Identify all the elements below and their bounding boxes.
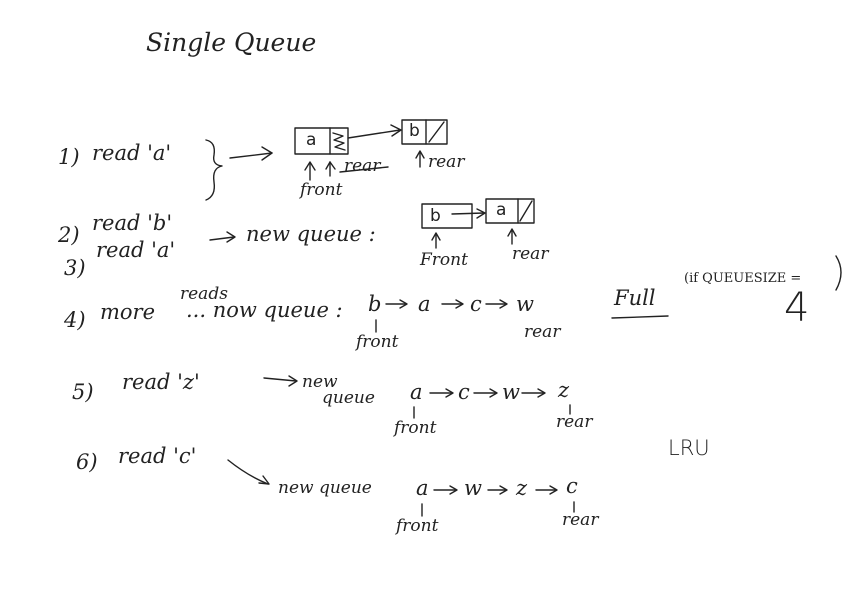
arrowhead <box>304 161 316 171</box>
null-slash <box>428 121 445 143</box>
rear-label: rear <box>524 322 561 342</box>
node-box <box>401 119 448 145</box>
arrowhead <box>499 485 508 495</box>
front-label: front <box>394 418 437 438</box>
step-number: 4) <box>64 308 86 332</box>
rear-label-struck: rear <box>344 156 381 176</box>
full-note-condition: (if QUEUESIZE = <box>684 271 802 286</box>
step-tail: new queue : <box>246 222 376 246</box>
arrowhead <box>415 150 425 159</box>
arrowhead <box>288 375 298 387</box>
step-number: 3) <box>64 256 86 280</box>
arrowhead <box>507 228 517 237</box>
node-value: b <box>409 121 420 141</box>
strikethrough <box>339 166 389 173</box>
arrowhead <box>399 299 408 309</box>
step-lower: ... now queue : <box>186 298 343 322</box>
rear-label: rear <box>556 412 593 432</box>
queue-item: a <box>410 380 423 404</box>
arrow <box>451 212 485 215</box>
arrowhead <box>455 299 464 309</box>
rear-label: rear <box>562 510 599 530</box>
scribble <box>332 132 346 151</box>
front-label: front <box>356 332 399 352</box>
full-note-value: 4 <box>784 285 810 331</box>
arrow <box>227 459 269 485</box>
queue-item: c <box>458 380 470 404</box>
arrowhead <box>476 208 486 219</box>
step-number: 1) <box>58 145 80 169</box>
queue-item: z <box>516 476 528 500</box>
queue-item: a <box>418 292 431 316</box>
node-box <box>485 198 535 224</box>
arrowhead <box>537 388 546 398</box>
rear-label: rear <box>512 244 549 264</box>
arrow <box>229 152 273 159</box>
step-new-upper: new <box>302 372 338 392</box>
underline <box>611 315 669 319</box>
arrow <box>209 236 235 241</box>
step-label: read 'a' <box>96 238 176 262</box>
step-number: 6) <box>76 450 98 474</box>
front-label: front <box>396 516 439 536</box>
arrowhead <box>226 231 236 243</box>
arrow <box>347 129 401 139</box>
arrowhead <box>445 388 454 398</box>
queue-item: b <box>368 292 382 316</box>
step-new-lower: queue <box>322 388 375 408</box>
arrowhead <box>258 475 270 485</box>
policy-label: LRU <box>668 436 710 460</box>
rear-label: rear <box>428 152 465 172</box>
queue-item: w <box>464 476 482 500</box>
arrow <box>263 377 297 382</box>
paren <box>835 255 842 291</box>
full-note-word: Full <box>614 286 656 310</box>
page-title: Single Queue <box>146 28 317 57</box>
node-value: b <box>430 206 441 226</box>
arrowhead <box>390 124 402 137</box>
queue-item: z <box>558 378 570 402</box>
arrowhead <box>449 485 458 495</box>
step-label: read 'a' <box>92 141 172 165</box>
arrowhead <box>499 299 508 309</box>
null-slash <box>519 200 533 222</box>
arrowhead <box>489 388 498 398</box>
queue-item: w <box>502 380 520 404</box>
step-label: read 'z' <box>122 370 200 394</box>
front-label: front <box>300 180 343 200</box>
queue-item: c <box>470 292 482 316</box>
node-value: a <box>496 200 507 220</box>
node-box <box>294 127 349 155</box>
node-value: a <box>306 130 317 150</box>
arrowhead <box>261 146 273 161</box>
queue-item: a <box>416 476 429 500</box>
queue-item: w <box>516 292 534 316</box>
arrowhead <box>325 161 336 170</box>
step-upper: reads <box>180 284 228 304</box>
step-number: 5) <box>72 380 94 404</box>
step-number: 2) <box>58 223 80 247</box>
front-label: Front <box>420 250 468 270</box>
arrowhead <box>431 232 441 241</box>
step-label: more <box>100 300 156 324</box>
queue-item: c <box>566 474 578 498</box>
arrowhead <box>549 485 558 495</box>
step-label: read 'c' <box>118 444 197 468</box>
step-tail: new queue <box>278 478 372 498</box>
step-label: read 'b' <box>92 211 173 235</box>
brace <box>205 139 223 201</box>
node-box <box>421 203 473 229</box>
